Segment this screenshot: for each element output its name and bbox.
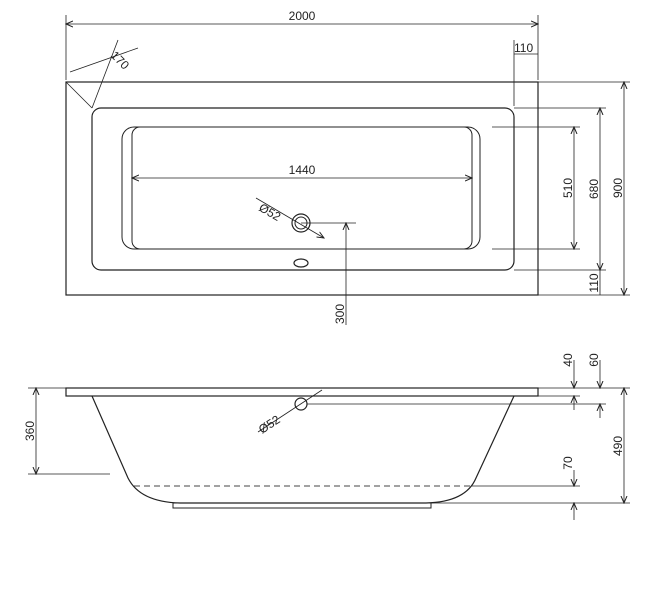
basin-floor-outer (121, 126, 481, 250)
dim-40: 40 (561, 353, 575, 367)
dim-300: 300 (333, 304, 347, 324)
basin-outline (91, 107, 515, 271)
dim-360: 360 (23, 421, 37, 441)
dim-drain-leader (255, 197, 324, 238)
dim-170-line (65, 81, 93, 109)
outer-outline (65, 81, 539, 296)
dim-490: 490 (611, 436, 625, 456)
dim-overflow-diameter: Ø52 (256, 412, 283, 436)
dim-1440: 1440 (289, 163, 316, 177)
dim-overflow-leader (257, 389, 323, 433)
dim-680: 680 (587, 179, 601, 199)
base-foot (172, 502, 432, 509)
dim-110-top: 110 (514, 41, 533, 55)
overflow-hole (293, 258, 309, 268)
side-view: 360 Ø52 40 60 490 70 (23, 353, 630, 520)
dim-900: 900 (611, 178, 625, 198)
rim-profile (65, 387, 539, 397)
dim-510: 510 (561, 178, 575, 198)
dim-60: 60 (587, 353, 601, 367)
body-profile (91, 395, 515, 504)
top-view: 2000 170 110 1440 510 680 900 110 (66, 9, 630, 325)
basin-floor-inner (131, 126, 473, 250)
dim-drain-diameter: Ø52 (257, 200, 284, 224)
dim-170: 170 (108, 48, 132, 72)
dim-110-bottom: 110 (587, 273, 601, 292)
dim-70: 70 (561, 456, 575, 470)
dim-2000: 2000 (289, 9, 316, 23)
